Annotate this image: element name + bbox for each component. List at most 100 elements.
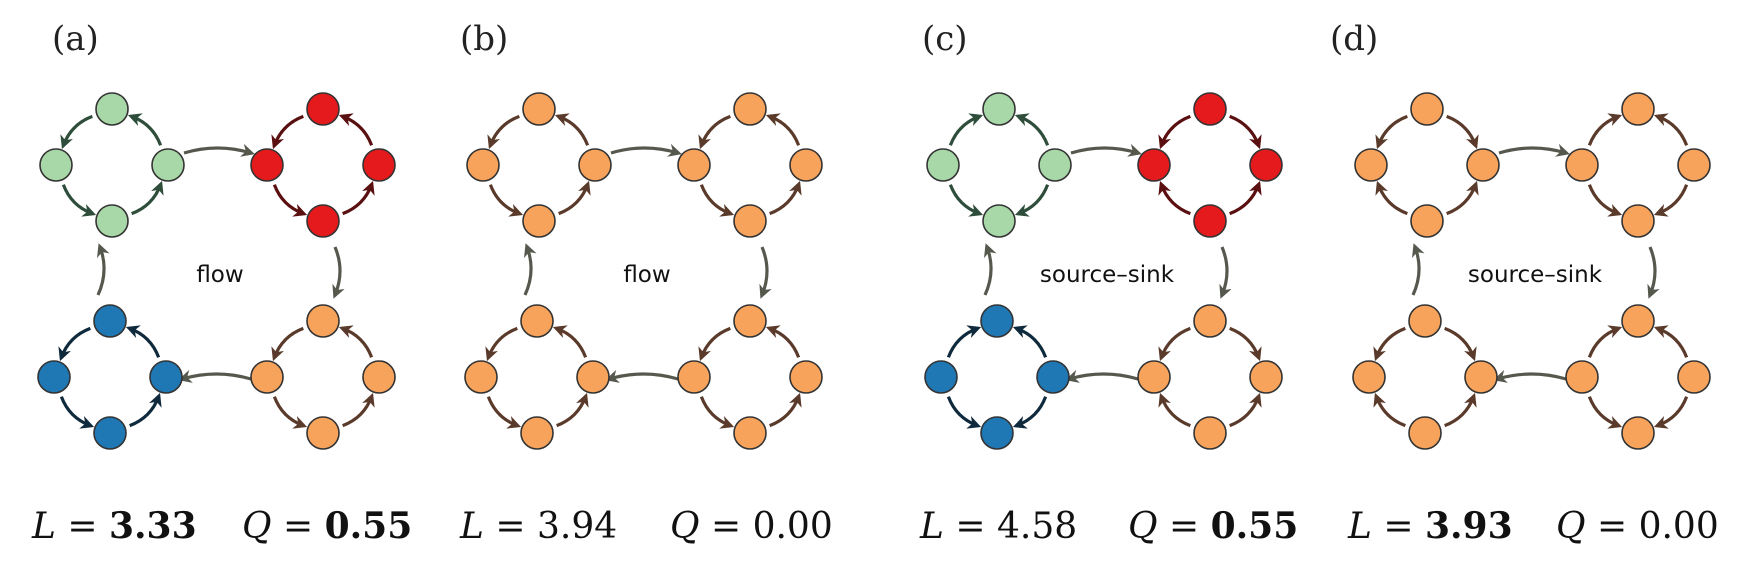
node-orange [1464,360,1498,394]
center-label-b: flow [623,262,670,288]
ring-edge [1229,180,1262,216]
node-orange [1249,360,1283,394]
node-orange [1621,416,1655,450]
ring-edge [769,180,802,216]
node-green [151,148,185,182]
panel-b: (b) flow L = 3.94 Q = 0.00 [459,19,833,547]
node-orange [1410,204,1444,238]
ring-edge [698,114,731,150]
node-orange [733,204,767,238]
node-orange [677,360,711,394]
inter-ring-link-tl-tr [1070,143,1142,157]
ring-edge [1446,114,1479,150]
metric-L-c: L = 4.58 [919,506,1077,547]
metric-L-symbol: L [459,506,484,547]
inter-ring-link-bl-tl [1411,243,1425,296]
ring-edge [1373,392,1406,428]
metric-Q-d: Q = 0.00 [1556,506,1719,547]
ring-edge [129,392,162,428]
metric-Q-a: Q = 0.55 [242,505,412,547]
inter-ring-link-br-bl [178,369,252,383]
inter-ring-link-tr-br [759,246,772,299]
node-orange [1621,304,1655,338]
node-orange [1354,148,1388,182]
node-green [95,92,129,126]
ring-edge [338,325,374,358]
metric-Q-symbol: Q [1128,506,1158,547]
inter-ring-link-bl-tl [96,243,110,296]
metric-Q-value: 0.55 [325,505,413,547]
node-red [306,204,340,238]
metric-L-value: 3.93 [1425,505,1513,547]
node-orange [520,416,554,450]
node-orange [464,360,498,394]
node-orange [1193,304,1227,338]
ring-edge [1653,113,1689,146]
panel-label-b: (b) [460,19,508,59]
ring-edge [60,114,93,150]
node-orange [1677,360,1711,394]
node-blue [93,304,127,338]
node-red [306,92,340,126]
metric-L-symbol: L [1347,506,1372,547]
node-red [362,148,396,182]
node-orange [306,416,340,450]
inter-ring-link-tl-tr [183,143,255,157]
inter-ring-link-br-bl [605,369,679,383]
ring-edge [698,326,731,362]
node-red [250,148,284,182]
node-green [39,148,73,182]
ring-edge [946,396,982,429]
node-orange [1352,360,1386,394]
ring-edge [1012,396,1048,429]
ring-edge [552,325,588,358]
node-blue [149,360,183,394]
node-orange [522,204,556,238]
network-c [924,92,1283,450]
ring-edge [1587,325,1623,358]
ring-edge [1158,114,1191,150]
ring-edge [558,180,591,216]
ring-edge [1587,184,1623,217]
ring-edge [272,184,308,217]
network-a [37,92,396,450]
ring-edge [1229,326,1262,362]
node-orange [1410,92,1444,126]
metric-L-value: 3.33 [109,505,197,547]
ring-edge [948,184,984,217]
node-red [1249,148,1283,182]
metric-Q-value: 0.55 [1211,505,1299,547]
ring-edge [1014,113,1050,146]
inter-ring-link-bl-tl [523,243,537,296]
node-orange [520,304,554,338]
node-orange [1466,148,1500,182]
node-orange [733,304,767,338]
metric-Q-value: 0.00 [1639,506,1719,547]
ring-edge [554,113,590,146]
node-orange [306,304,340,338]
ring-edge [127,113,163,146]
inter-ring-link-tr-br [1647,246,1660,299]
ring-edge [271,326,304,362]
metric-Q-symbol: Q [242,506,272,547]
node-green [95,204,129,238]
ring-edge [1446,180,1479,216]
inter-ring-link-tr-br [332,246,345,299]
node-blue [980,304,1014,338]
ring-edge [338,113,374,146]
node-blue [93,416,127,450]
inter-ring-link-br-bl [1065,369,1139,383]
ring-edge [1587,396,1623,429]
center-label-d: source–sink [1468,262,1603,288]
node-orange [1408,304,1442,338]
ring-edge [485,326,518,362]
ring-edge [1158,180,1191,216]
ring-edge [342,392,375,428]
node-blue [37,360,71,394]
ring-edge [1587,113,1623,146]
metric-Q-symbol: Q [670,506,700,547]
node-orange [733,92,767,126]
ring-edge [699,396,735,429]
node-orange [1565,360,1599,394]
node-orange [1677,148,1711,182]
